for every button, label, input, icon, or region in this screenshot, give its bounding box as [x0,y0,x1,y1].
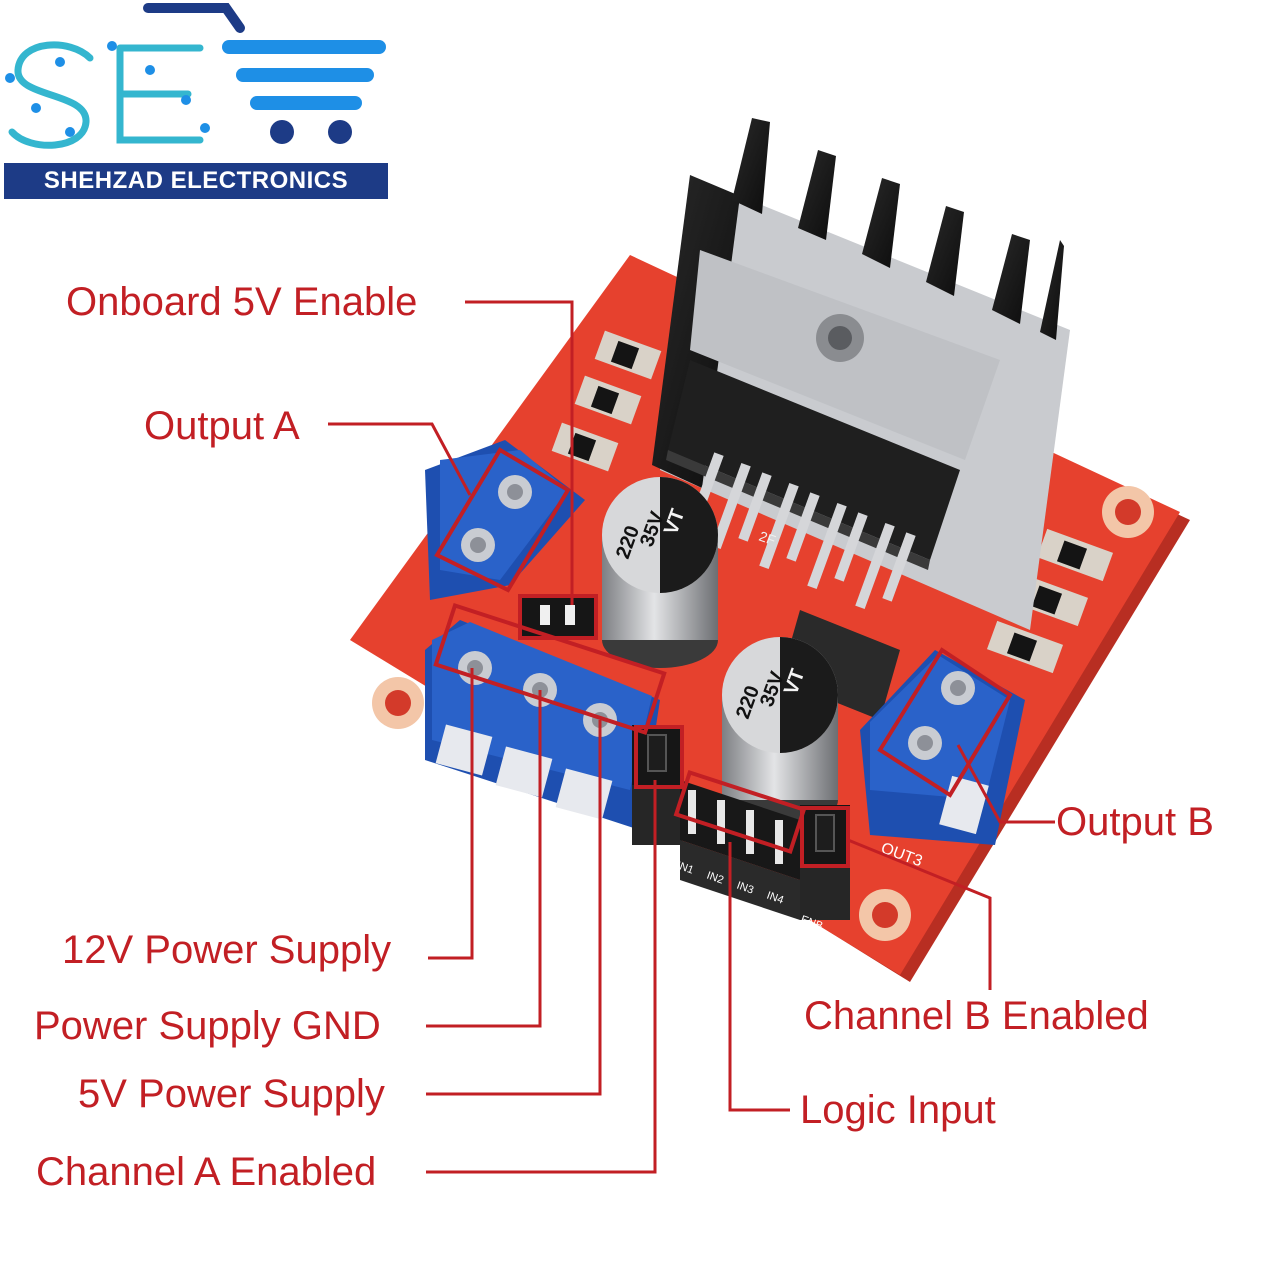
highlight-logic [673,770,807,854]
svg-text:IN2: IN2 [705,870,725,887]
logo-mark [5,3,386,149]
svg-text:IN4: IN4 [765,890,785,907]
logic-input-header [680,780,800,920]
label-logic-input: Logic Input [800,1088,996,1132]
capacitor-right: 220 35V VT [722,637,838,828]
monogram-strokes [8,41,204,149]
cart-bar-2 [236,68,374,82]
highlight-output-a [434,447,571,593]
label-output-a: Output A [144,404,300,448]
cart-bar-3 [250,96,362,110]
jumper-enb [800,805,850,920]
label-channel-a-enabled: Channel A Enabled [36,1150,377,1194]
brand-name: SHEHZAD ELECTRONICS [4,163,388,199]
label-12v-power-supply: 12V Power Supply [62,928,392,972]
brand-logo: SHEHZAD ELECTRONICS [0,0,395,205]
leader-output-a [328,422,472,496]
jumper-ena [632,725,682,845]
svg-text:IN1: IN1 [675,860,695,877]
leader-output-b [956,744,1055,824]
leader-gnd [426,690,542,1028]
cart-bar-1 [222,40,386,54]
cart-handle [143,3,245,33]
label-5v-power-supply: 5V Power Supply [78,1072,385,1116]
leader-logic [728,842,790,1112]
highlight-output-b [877,647,1013,798]
terminal-power [425,620,660,830]
label-channel-b-enabled: Channel B Enabled [804,994,1149,1038]
cart-wheel-right [328,120,352,144]
capacitor-left: 220 35V VT [602,477,718,668]
leader-enb [847,838,992,990]
diodes-left [551,330,662,472]
cart-wheel-left [270,120,294,144]
highlight-boxes [433,447,1013,868]
chip-pins [690,452,916,610]
voltage-regulator [780,610,900,720]
leader-5v [426,720,602,1096]
leader-ena [426,780,657,1174]
leader-onboard-5v [465,300,574,605]
highlight-ena [634,725,684,789]
label-power-supply-gnd: Power Supply GND [34,1004,381,1048]
highlight-enb [800,806,850,868]
label-output-b: Output B [1056,800,1214,844]
svg-text:ENA: ENA [639,847,665,866]
circuit-nodes [5,41,210,137]
heatsink [652,118,1070,630]
driver-chip: 2F [666,360,960,610]
svg-text:IN3: IN3 [735,880,755,897]
terminal-output-a [425,440,585,600]
leader-12v [428,668,474,960]
leader-lines [328,300,1055,1174]
chip-silkscreen: 2F [757,528,778,549]
label-onboard-5v-enable: Onboard 5V Enable [66,280,418,324]
